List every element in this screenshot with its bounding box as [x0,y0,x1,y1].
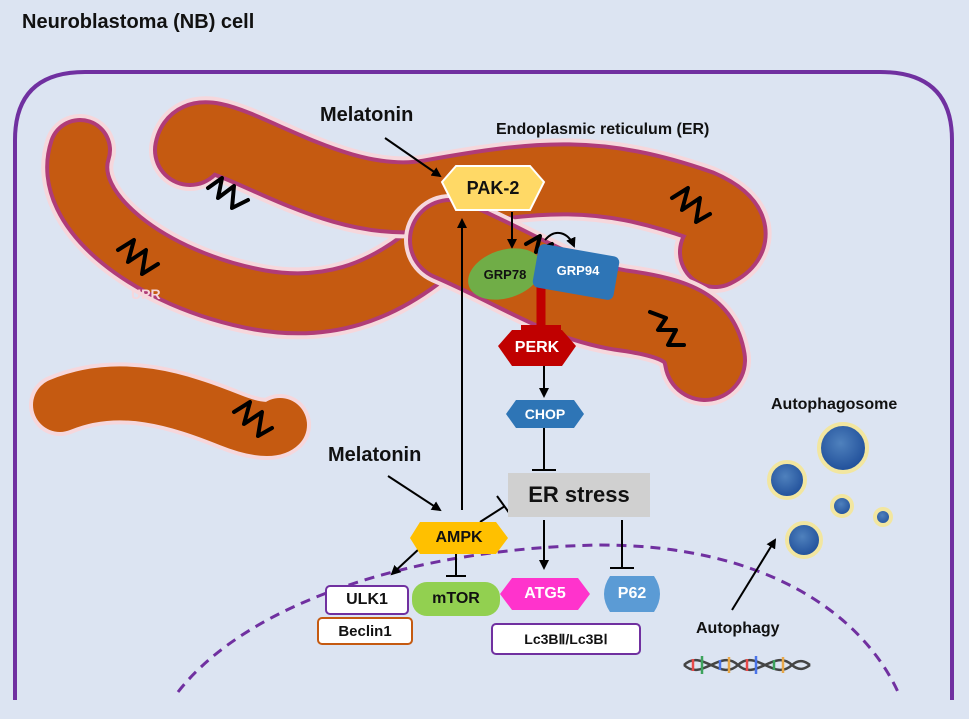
diagram-title: Neuroblastoma (NB) cell [22,11,255,33]
mtor-label: mTOR [432,590,480,607]
grp94-label: GRP94 [556,262,600,278]
melatonin-top-label: Melatonin [320,104,414,126]
autophagy-label: Autophagy [696,620,780,637]
beclin1-label: Beclin1 [338,622,392,640]
arrow-melatonin-to-ampk [387,475,442,512]
perk-node [498,330,576,366]
melatonin-bottom-label: Melatonin [328,444,422,466]
autophagosome-vesicle [785,521,823,559]
lc3b-label: Lc3BⅡ/Lc3BⅠ [524,630,608,647]
atg5-node [500,578,590,610]
p62-node [604,576,660,612]
er-stress-label: ER stress [528,482,630,507]
upr-label: UPR [131,286,161,302]
grp94-node [532,244,620,300]
autophagosome-vesicle [767,460,807,500]
atg5-label: ATG5 [524,585,566,602]
dna-icon [683,656,811,674]
autophagosome-vesicle [830,494,854,518]
arrow-pak2-to-grp94 [544,231,576,248]
ampk-node [410,522,508,554]
arrow-autophagy-to-autophagosome [731,538,777,611]
beclin1-box [317,617,413,645]
misfolded-protein-icon [116,238,160,276]
chop-label: CHOP [524,406,566,422]
ampk-label: AMPK [435,529,483,546]
ulk1-label: ULK1 [346,591,388,608]
ulk1-box [325,585,409,615]
arrow-melatonin-to-pak2 [384,137,442,178]
misfolded-protein-icon [232,400,274,438]
er-stress-box [508,473,650,517]
nucleus-envelope [176,543,900,693]
misfolded-protein-icon [206,176,250,210]
p62-label: P62 [617,585,647,602]
inhibit-ampk-to-er-stress [479,505,506,523]
lc3b-box [491,623,641,655]
perk-label: PERK [514,339,560,356]
grp78-node [468,248,542,300]
arrow-ampk-to-ulk1 [390,547,421,576]
autophagosome-label: Autophagosome [771,396,898,413]
chop-node [506,400,584,428]
misfolded-protein-icon [670,186,712,224]
mtor-node [412,582,500,616]
pak2-node [440,165,546,211]
autophagosome-vesicle [873,507,893,527]
autophagosome-vesicle [817,422,869,474]
grp78-label: GRP78 [483,266,527,282]
cell-membrane [13,70,954,700]
pak2-label: PAK-2 [466,177,520,198]
misfolded-protein-icon [648,310,686,347]
er-label: Endoplasmic reticulum (ER) [496,121,710,138]
